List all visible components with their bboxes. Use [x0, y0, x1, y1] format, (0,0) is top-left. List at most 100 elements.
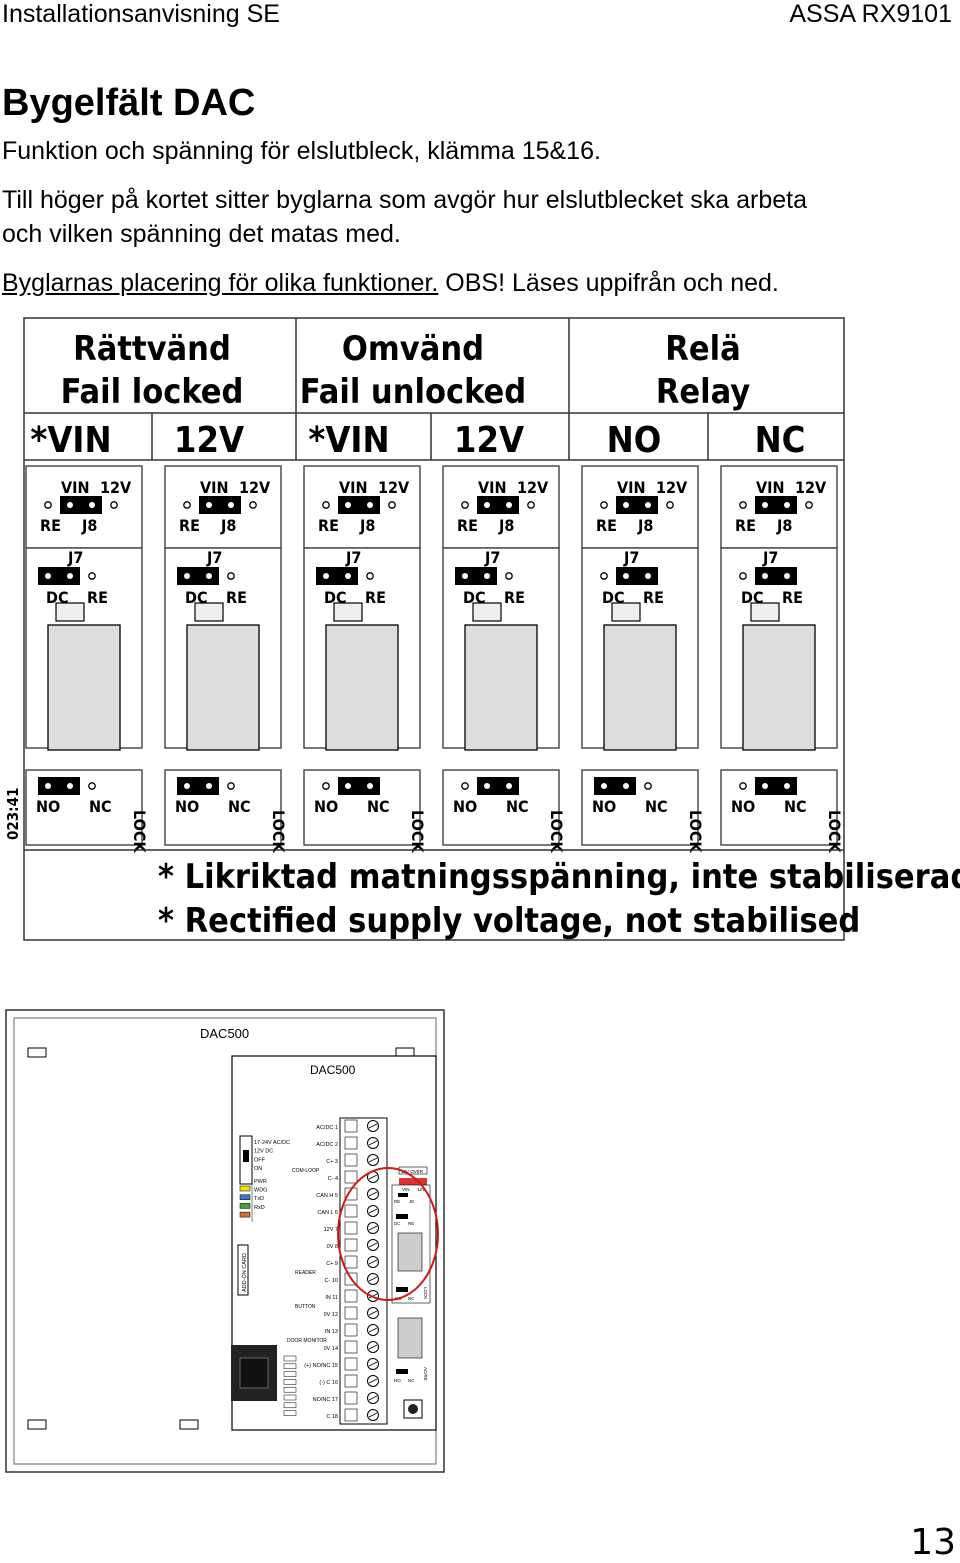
board-label: WDG	[254, 1188, 267, 1194]
jumper-cap	[316, 567, 358, 585]
jumper-pin	[645, 502, 651, 508]
jumper-pin	[762, 783, 768, 789]
board-label: TxD	[254, 1196, 264, 1202]
terminal-slot	[344, 1374, 358, 1388]
jumper-pin	[184, 783, 190, 789]
terminal-label: (+) NO/NC 15	[304, 1363, 338, 1369]
screw-slot	[368, 1123, 378, 1129]
small-jumper	[396, 1287, 408, 1292]
nc-label: NC	[89, 797, 112, 816]
vin-label: VIN	[339, 478, 368, 497]
terminal-label: C 18	[326, 1414, 338, 1420]
paragraph-line-1: Till höger på kortet sitter byglarna som…	[2, 186, 808, 214]
relay-body	[47, 624, 121, 751]
terminal-label: IN 13	[325, 1329, 338, 1335]
group-title: Rättvänd	[73, 329, 231, 369]
relay-part	[611, 602, 641, 622]
jumper-pin	[88, 782, 96, 790]
screw-slot	[368, 1327, 378, 1333]
footnote-en: * Rectified supply voltage, not stabilis…	[158, 901, 860, 941]
connector-pin	[283, 1386, 297, 1393]
terminal-label: 0V 8	[327, 1244, 338, 1250]
vin-label: VIN	[61, 478, 90, 497]
no-label: NO	[731, 797, 755, 816]
group-label: DOOR MONITOR	[287, 1338, 327, 1344]
jumper-pin	[506, 502, 512, 508]
jumper-pin	[461, 782, 469, 790]
jumper-pin	[227, 782, 235, 790]
switch-knob	[243, 1150, 249, 1162]
jumper-pin	[623, 783, 629, 789]
terminal-slot	[344, 1221, 358, 1235]
terminal-slot	[344, 1238, 358, 1252]
column-label: *VIN	[308, 420, 389, 461]
jumper-cap	[338, 496, 380, 514]
header-left: Installationsanvisning SE	[2, 0, 280, 28]
small-label: RE	[394, 1199, 400, 1204]
jumper-cap	[594, 777, 636, 795]
v12-label: 12V	[795, 478, 827, 497]
jumper-pin	[110, 501, 118, 509]
page-title: Bygelfält DAC	[2, 82, 256, 124]
terminal-slot	[344, 1153, 358, 1167]
screw-slot	[368, 1276, 378, 1282]
terminal-label: 12V 7	[324, 1227, 338, 1233]
no-label: NO	[175, 797, 199, 816]
lock-label: LOCK	[130, 810, 149, 853]
jumper-cap	[455, 567, 497, 585]
group-title: Relä	[665, 329, 740, 369]
relay-body	[464, 624, 538, 751]
re-label: RE	[40, 516, 61, 535]
v12-label: 12V	[378, 478, 410, 497]
jumper-pin	[784, 573, 790, 579]
placement-rest: OBS! Läses uppifrån och ned.	[438, 269, 779, 297]
j8-label: J8	[498, 516, 514, 535]
re-label: RE	[318, 516, 339, 535]
small-label: DC	[394, 1221, 401, 1226]
jumper-pin	[601, 783, 607, 789]
jumper-pin	[505, 572, 513, 580]
dc-label: DC	[602, 588, 625, 607]
header-right: ASSA RX9101	[789, 0, 952, 28]
relay-body	[325, 624, 399, 751]
relay-body	[186, 624, 260, 751]
terminal-label: CAN H 5	[316, 1193, 338, 1199]
lock-label: LOCK	[269, 810, 288, 853]
terminal-slot	[344, 1255, 358, 1269]
paragraph-line-2: och vilken spänning det matas med.	[2, 220, 401, 248]
no-label: NO	[36, 797, 60, 816]
jumper-pin	[206, 573, 212, 579]
screw-slot	[368, 1140, 378, 1146]
jumper-cap	[177, 777, 219, 795]
j8-label: J8	[776, 516, 792, 535]
mounting-tab	[27, 1047, 47, 1058]
dc-label: DC	[463, 588, 486, 607]
terminal-slot	[344, 1391, 358, 1405]
terminal-label: NO/NC 17	[313, 1397, 338, 1403]
screw-slot	[368, 1412, 378, 1418]
jumper-cap	[755, 496, 797, 514]
terminal-label: C+ 9	[326, 1261, 338, 1267]
lock-label: LOCK	[825, 810, 844, 853]
jumper-pin	[322, 782, 330, 790]
dc-label: DC	[46, 588, 69, 607]
subtitle: Funktion och spänning för elslutbleck, k…	[2, 137, 601, 165]
jumper-pin	[388, 501, 396, 509]
placement-note: Byglarnas placering för olika funktioner…	[2, 267, 779, 299]
small-label: NC	[408, 1296, 415, 1301]
board-label: ON	[254, 1166, 262, 1172]
j8-label: J8	[359, 516, 375, 535]
dc-label: DC	[741, 588, 764, 607]
terminal-slot	[344, 1136, 358, 1150]
small-jumper	[398, 1193, 408, 1197]
terminal-slot	[344, 1306, 358, 1320]
jumper-pin	[249, 501, 257, 509]
terminal-label: 0V 12	[324, 1312, 338, 1318]
terminal-label: CAN L 6	[317, 1210, 338, 1216]
connector-pin	[283, 1371, 297, 1377]
screw-slot	[368, 1378, 378, 1384]
v12-label: 12V	[517, 478, 549, 497]
jumper-pin	[644, 782, 652, 790]
jumper-pin	[323, 573, 329, 579]
j8-label: J8	[637, 516, 653, 535]
